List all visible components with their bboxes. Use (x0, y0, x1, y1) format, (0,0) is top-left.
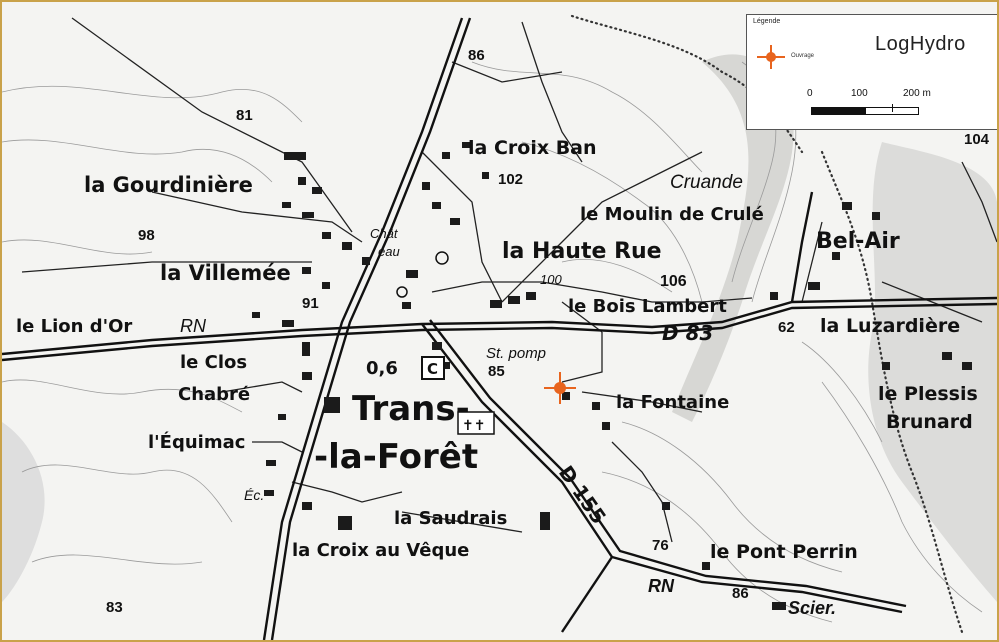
label-v06: 0,6 (366, 358, 398, 379)
label-bois-lambert: le Bois Lambert (568, 296, 727, 317)
loghydro-logo: LogHydro (875, 33, 966, 55)
legend-item-ouvrage: Ouvrage (791, 53, 815, 59)
label-rn-south: RN (648, 576, 675, 596)
label-plessis: le Plessis (878, 383, 978, 405)
legend-title: Légende (753, 18, 781, 25)
place-labels: la Gourdinière la Villemée le Lion d'Or … (16, 137, 978, 618)
elev-102: 102 (498, 171, 523, 188)
label-rn-west: RN (180, 316, 207, 336)
scale-label-100: 100 (851, 88, 868, 99)
label-d155: D 155 (554, 461, 611, 528)
roundabout-symbol (435, 251, 449, 265)
label-trans: Trans- (352, 389, 470, 429)
scale-label-200: 200 m (903, 88, 931, 99)
label-moulin: le Moulin de Crulé (580, 204, 764, 225)
label-foret: -la-Forêt (314, 437, 478, 477)
elev-76: 76 (652, 537, 669, 554)
label-equimac: l'Équimac (148, 431, 245, 453)
label-bel-air: Bel-Air (816, 229, 900, 254)
west-hill-shade (2, 422, 45, 602)
elev-62: 62 (778, 319, 795, 336)
label-saudrais: la Saudrais (394, 508, 507, 529)
elev-104: 104 (964, 131, 990, 148)
contour-lines (2, 41, 983, 623)
label-d83: D 83 (662, 321, 713, 345)
label-st-pomp: St. pomp (486, 345, 546, 362)
label-ec: Éc. (244, 487, 264, 503)
crossing-symbol (396, 286, 408, 298)
label-cruande: Cruande (670, 172, 743, 193)
elev-98: 98 (138, 227, 155, 244)
label-crosses: ✝✝ (462, 417, 485, 433)
label-villemee: la Villemée (160, 261, 291, 285)
scale-label-0: 0 (807, 88, 813, 99)
map-legend: Légende Ouvrage LogHydro 0 100 200 m (746, 14, 997, 130)
label-lion-dor: le Lion d'Or (16, 316, 132, 337)
elev-86-bottom: 86 (732, 585, 749, 602)
label-gourdiniere: la Gourdinière (84, 173, 253, 197)
minor-roads (21, 17, 997, 543)
elev-83: 83 (106, 599, 123, 616)
label-brunard: Brunard (886, 411, 973, 433)
elev-100: 100 (540, 272, 562, 287)
label-croix-veque: la Croix au Vêque (292, 540, 469, 561)
elev-106: 106 (660, 273, 687, 290)
buildings (252, 142, 972, 610)
label-scier: Scier. (788, 598, 836, 618)
label-croix-ban: la Croix Ban (468, 137, 597, 159)
label-chat: Chât (370, 226, 399, 241)
scale-bar (811, 104, 919, 115)
label-luzardiere: la Luzardière (820, 315, 960, 337)
ouvrage-marker[interactable] (544, 372, 576, 404)
valley-shade (672, 54, 794, 422)
c-box-symbol (421, 356, 445, 380)
elev-91: 91 (302, 295, 319, 312)
label-haute-rue: la Haute Rue (502, 239, 662, 264)
main-roads (2, 17, 997, 640)
elev-81: 81 (236, 107, 253, 124)
cemetery-symbol (457, 411, 495, 435)
label-fontaine: la Fontaine (616, 392, 729, 413)
label-c-box: C (427, 360, 438, 378)
label-clos: le Clos (180, 352, 247, 373)
elevation-labels: 86 81 98 102 106 100 91 85 62 104 76 86 … (106, 47, 990, 616)
label-chabre: Chabré (178, 384, 250, 405)
elev-86-top: 86 (468, 47, 485, 64)
east-hill-shade (868, 142, 997, 602)
elev-85: 85 (488, 363, 505, 380)
label-pont-perrin: le Pont Perrin (710, 541, 858, 563)
ouvrage-legend-icon (757, 45, 785, 69)
label-eau: eau (378, 244, 400, 259)
